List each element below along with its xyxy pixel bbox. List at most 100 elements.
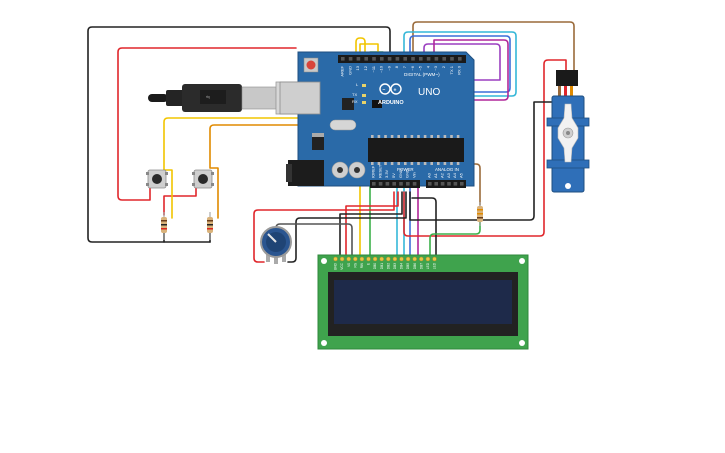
power-pin[interactable]	[412, 182, 417, 186]
wire-cyan-lcd-rs[interactable]	[403, 31, 517, 256]
lcd-pin[interactable]	[419, 256, 424, 262]
lcd-pin[interactable]	[353, 256, 358, 262]
reset-button[interactable]	[303, 57, 319, 73]
analog-pin[interactable]	[440, 182, 445, 186]
digital-pin[interactable]	[356, 57, 361, 61]
digital-pin[interactable]	[372, 57, 376, 61]
wire-green-resistor-lcd[interactable]	[429, 221, 481, 256]
digital-pin[interactable]	[458, 57, 462, 61]
wire-purple-lcd-db4[interactable]	[423, 43, 501, 81]
wire-red-power-lcd[interactable]	[345, 191, 399, 256]
chip-leg	[423, 135, 427, 138]
lcd-pin-label: DB6	[413, 263, 417, 269]
lcd-pin-label: DB2	[386, 263, 390, 269]
power-pin[interactable]	[378, 182, 383, 186]
digital-pin-label: 13	[355, 65, 360, 70]
wire-orange-button-2[interactable]	[209, 61, 373, 219]
wire-black-gnd-servo[interactable]	[409, 91, 561, 221]
lcd-pin[interactable]	[333, 256, 338, 262]
wire-black-resistor-gnd[interactable]	[163, 232, 211, 243]
digital-pin[interactable]	[341, 57, 345, 61]
lcd-pin-label: DB1	[380, 263, 384, 269]
lcd-pin[interactable]	[359, 256, 365, 262]
lcd-pin[interactable]	[405, 256, 411, 262]
power-pin[interactable]	[385, 182, 390, 186]
wire-black-gnd-pot[interactable]	[287, 191, 407, 263]
arduino-uno-board[interactable]: L TX RX − + ARDUINO UNO DIGITAL (PWM~) A…	[279, 51, 475, 188]
resistor-3[interactable]	[477, 202, 483, 226]
power-pin[interactable]	[392, 182, 396, 186]
lcd-pin[interactable]	[379, 256, 384, 262]
digital-pin[interactable]	[450, 57, 454, 61]
wire-magenta-lcd-db5[interactable]	[417, 39, 509, 256]
wire-red-servo-power[interactable]	[403, 59, 567, 237]
power-pin[interactable]	[372, 182, 376, 186]
chip-leg	[371, 135, 374, 138]
lcd-pin-label: RW	[360, 263, 364, 268]
chip-leg	[423, 162, 427, 165]
lcd-pin[interactable]	[386, 256, 391, 262]
digital-pin[interactable]	[364, 57, 368, 61]
digital-pin[interactable]	[419, 57, 423, 61]
digital-pin[interactable]	[442, 57, 446, 61]
digital-pin[interactable]	[395, 57, 400, 61]
lcd-pin[interactable]	[372, 256, 378, 262]
lcd-pin[interactable]	[339, 256, 345, 262]
lcd-pin-label: LED	[426, 262, 430, 269]
led-tx	[362, 94, 366, 97]
chip-leg	[430, 162, 433, 165]
wire-brown-analog-resistor[interactable]	[467, 163, 481, 206]
analog-pin[interactable]	[460, 182, 464, 186]
digital-pin-label: 7	[402, 65, 407, 68]
digital-pin[interactable]	[387, 57, 392, 61]
analog-pin[interactable]	[428, 182, 432, 186]
analog-pin[interactable]	[447, 182, 451, 186]
resistor-2[interactable]	[207, 212, 213, 240]
wire-brown-servo-signal[interactable]	[412, 21, 575, 73]
lcd-pin[interactable]	[412, 256, 417, 262]
wire-red-5v-loop[interactable]	[117, 47, 297, 201]
digital-pin[interactable]	[403, 57, 407, 61]
wire-black-lcd-led[interactable]	[411, 197, 437, 256]
lcd-pin[interactable]	[366, 256, 371, 262]
lcd-pin[interactable]	[346, 256, 351, 262]
lcd-pin-label: LED	[433, 262, 437, 269]
wire-black-ground-loop[interactable]	[87, 26, 391, 243]
power-pin[interactable]	[406, 182, 410, 186]
analog-pin[interactable]	[434, 182, 438, 186]
power-pin-label: 3.3V	[384, 169, 389, 178]
wire-red-button-right[interactable]	[163, 187, 197, 216]
chip-leg	[430, 135, 433, 138]
digital-pin[interactable]	[380, 57, 384, 61]
lcd-pin[interactable]	[392, 256, 398, 262]
power-pin-label: Vin	[411, 172, 416, 178]
wire-black-gnd-lcd[interactable]	[339, 191, 403, 256]
lcd-pin-label: DB4	[400, 263, 404, 269]
lcd-pin[interactable]	[399, 256, 404, 262]
power-header-label: POWER	[397, 167, 414, 172]
led-rx	[362, 101, 366, 104]
lcd-pin[interactable]	[432, 256, 437, 262]
power-pin[interactable]	[399, 182, 403, 186]
lcd-pin[interactable]	[425, 256, 431, 262]
analog-pin[interactable]	[453, 182, 458, 186]
push-button-2[interactable]	[192, 169, 214, 189]
analog-header-label: ANALOG IN	[435, 167, 459, 172]
chip-leg	[377, 162, 381, 165]
chip-leg	[456, 162, 460, 165]
digital-pin[interactable]	[348, 57, 353, 61]
chip-leg	[371, 162, 374, 165]
potentiometer[interactable]	[260, 226, 292, 264]
digital-pin[interactable]	[426, 57, 431, 61]
chip-leg	[384, 162, 387, 165]
digital-pin[interactable]	[411, 57, 415, 61]
push-button-1[interactable]	[146, 169, 168, 189]
resistor-1[interactable]	[161, 212, 167, 240]
wire-red-pot[interactable]	[253, 191, 395, 263]
digital-pin[interactable]	[434, 57, 439, 61]
micro-servo[interactable]	[546, 70, 590, 193]
led-l	[362, 84, 366, 87]
wire-yellow-button-1[interactable]	[163, 37, 366, 219]
